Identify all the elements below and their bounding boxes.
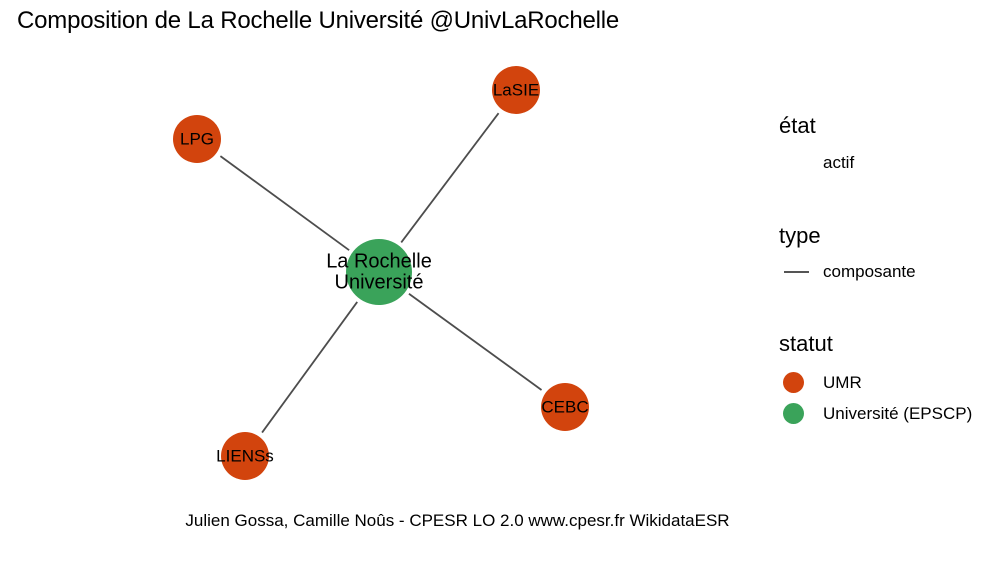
node-lasie [492, 66, 540, 114]
node-label-lpg: LPG [180, 130, 214, 149]
node-label-lienss: LIENSs [216, 447, 274, 466]
edge-universite-lienss [261, 301, 358, 434]
node-lienss [221, 432, 269, 480]
node-label-cebc: CEBC [541, 398, 588, 417]
node-label-lasie: LaSIE [493, 81, 539, 100]
node-universite [346, 239, 412, 305]
figure-title: Composition de La Rochelle Université @U… [17, 7, 620, 34]
node-cebc [541, 383, 589, 431]
edge-universite-cebc [408, 293, 543, 391]
edge-universite-lpg [219, 155, 350, 251]
figure-caption: Julien Gossa, Camille Noûs - CPESR LO 2.… [185, 511, 730, 530]
edge-universite-lasie [400, 112, 500, 243]
node-lpg [173, 115, 221, 163]
